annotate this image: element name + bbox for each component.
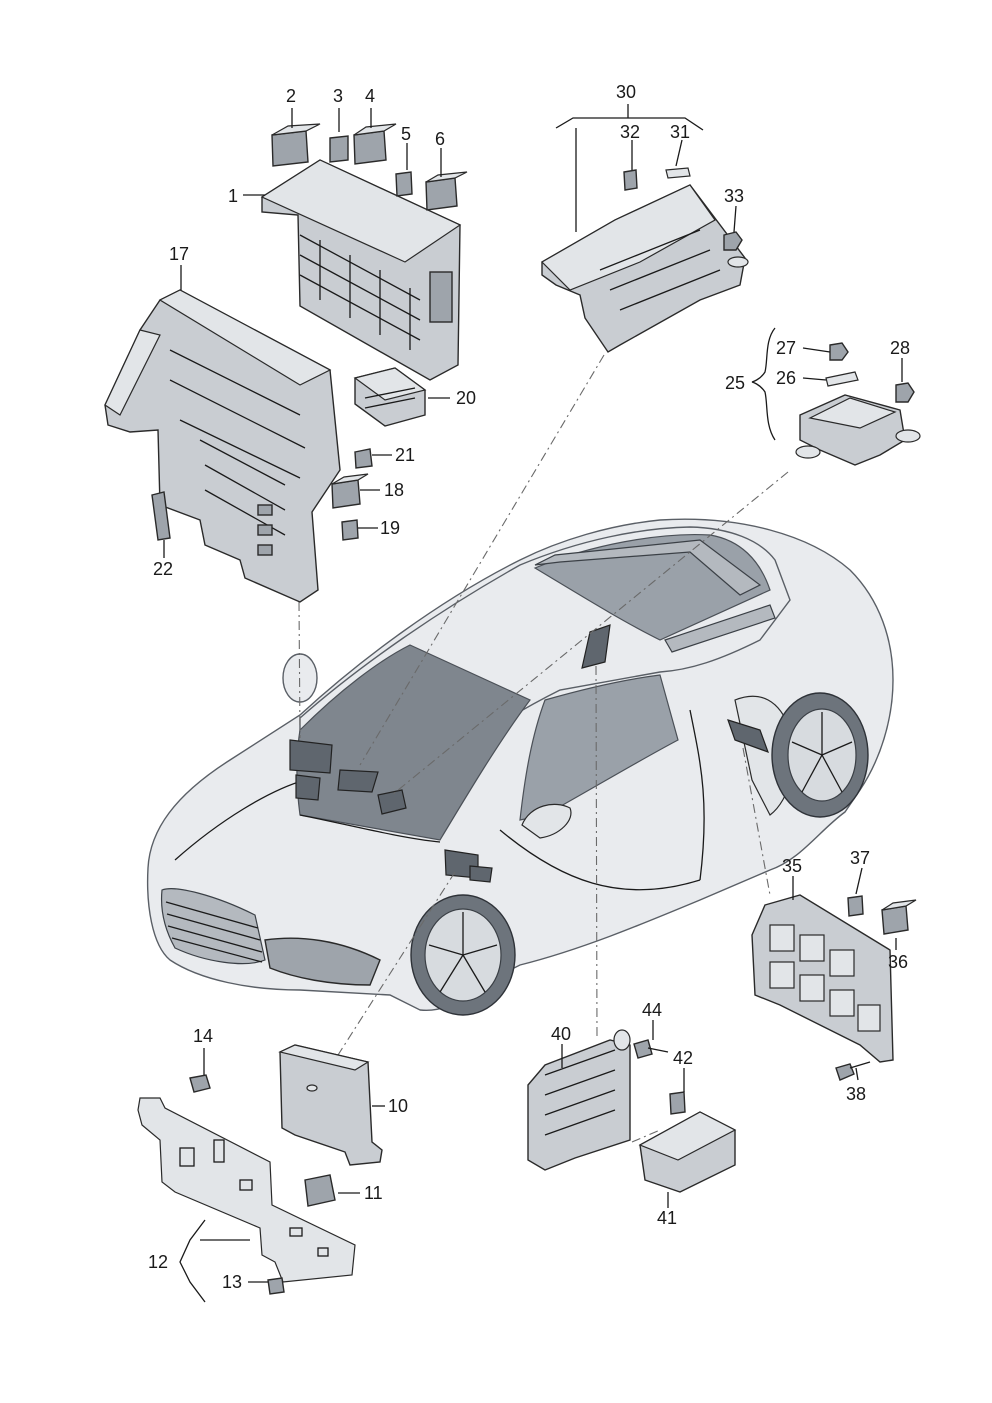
- callout-18: 18: [384, 480, 404, 500]
- callout-33: 33: [724, 186, 744, 206]
- fuse-32: [623, 169, 638, 191]
- callout-20: 20: [456, 388, 476, 408]
- bolt-14: [189, 1074, 211, 1093]
- callout-41: 41: [657, 1208, 677, 1228]
- location-lines: [298, 354, 789, 1056]
- bolt-44: [633, 1039, 669, 1059]
- callout-35: 35: [782, 856, 802, 876]
- callout-1: 1: [228, 186, 238, 206]
- relay-4: [353, 123, 397, 165]
- callout-14: 14: [193, 1026, 213, 1046]
- callout-13: 13: [222, 1272, 242, 1292]
- callout-44: 44: [642, 1000, 662, 1020]
- callout-10: 10: [388, 1096, 408, 1116]
- part-30-junction-box: [541, 184, 749, 353]
- part-12-bracket: [137, 1097, 356, 1283]
- fuse-21: [354, 448, 373, 469]
- callout-38: 38: [846, 1084, 866, 1104]
- relay-3: [329, 135, 349, 163]
- car-illustration: [146, 518, 894, 1016]
- callout-2: 2: [286, 86, 296, 106]
- washer-26: [825, 371, 859, 387]
- fuse-42: [669, 1091, 686, 1115]
- callout-31: 31: [670, 122, 690, 142]
- callout-11: 11: [364, 1183, 383, 1203]
- bracket-22: [151, 491, 171, 541]
- fuse-31: [665, 167, 691, 179]
- location-marker-roof: [581, 624, 611, 669]
- part-17-fuse-holder: [104, 289, 341, 603]
- part-1-relay-plate: [260, 159, 462, 381]
- callout-40: 40: [551, 1024, 571, 1044]
- callout-19: 19: [380, 518, 400, 538]
- side-mirror: [521, 803, 572, 839]
- nut-33: [723, 231, 743, 251]
- connector-20: [353, 367, 427, 427]
- callout-leaders: [163, 104, 903, 1303]
- relay-19: [341, 519, 359, 541]
- location-marker-relay-carrier: [377, 789, 407, 815]
- relay-6: [425, 171, 468, 211]
- callout-labels: 1 2 3 4 5 6 10 11 12 13 14 17 18 19 20 2…: [148, 82, 910, 1292]
- part-35-relay-carrier: [751, 894, 894, 1063]
- part-10-control-unit: [278, 1044, 383, 1166]
- callout-28: 28: [890, 338, 910, 358]
- relay-36: [881, 899, 917, 935]
- callout-17: 17: [169, 244, 189, 264]
- callout-12: 12: [148, 1252, 168, 1272]
- part-40-relay-panel: [527, 1029, 631, 1171]
- callout-4: 4: [365, 86, 375, 106]
- relay-18: [331, 473, 369, 509]
- clip-13: [267, 1277, 285, 1295]
- callout-36: 36: [888, 952, 908, 972]
- callout-25: 25: [725, 373, 745, 393]
- fuse-37: [847, 895, 864, 917]
- part-41-control-unit: [631, 1111, 737, 1193]
- callout-22: 22: [153, 559, 173, 579]
- callout-21: 21: [395, 445, 415, 465]
- relay-2: [271, 123, 321, 167]
- callout-42: 42: [673, 1048, 693, 1068]
- callout-6: 6: [435, 129, 445, 149]
- callout-26: 26: [776, 368, 796, 388]
- callout-3: 3: [333, 86, 343, 106]
- location-marker-rear: [727, 719, 770, 754]
- location-marker-fusebox: [289, 739, 333, 774]
- nut-28: [895, 382, 915, 403]
- part-25-control-unit: [795, 394, 921, 466]
- fuse-5: [395, 171, 413, 197]
- bolt-38: [835, 1061, 871, 1081]
- callout-5: 5: [401, 124, 411, 144]
- side-window: [519, 674, 679, 821]
- callout-30: 30: [616, 82, 636, 102]
- connector-11: [304, 1174, 336, 1207]
- callout-27: 27: [776, 338, 796, 358]
- nut-27: [829, 342, 849, 361]
- callout-32: 32: [620, 122, 640, 142]
- callout-37: 37: [850, 848, 870, 868]
